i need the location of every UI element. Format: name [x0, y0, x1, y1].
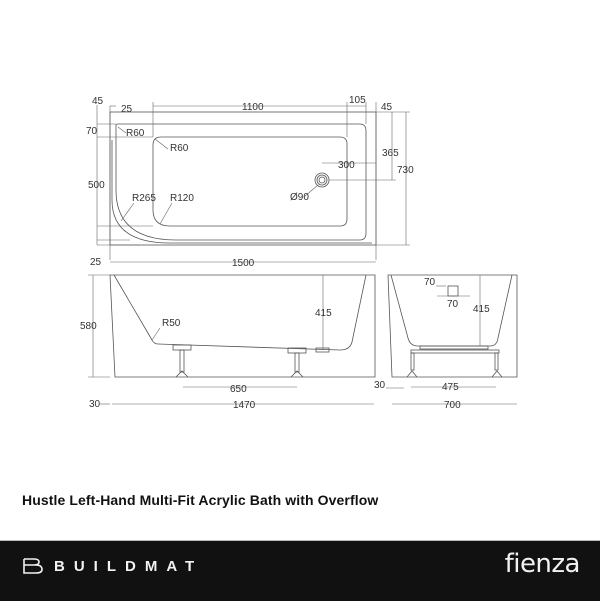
- product-title: Hustle Left-Hand Multi-Fit Acrylic Bath …: [22, 492, 379, 508]
- side-view: 580 R50 415 650 30 1470: [80, 274, 376, 411]
- waste-outlet-inner: [316, 174, 328, 186]
- dim-label: 30: [89, 399, 101, 410]
- dim-label: 700: [444, 400, 461, 411]
- leader-line: [117, 126, 127, 134]
- dim-label: Ø90: [290, 192, 309, 203]
- leader-line: [159, 202, 173, 225]
- overflow: [447, 285, 459, 297]
- end-view-apron: [387, 274, 518, 378]
- top-view-rim: [115, 123, 367, 241]
- leg: [294, 352, 300, 373]
- dim-label: 415: [473, 304, 490, 315]
- dim-label: 1100: [242, 102, 264, 113]
- side-view-apron: [109, 274, 376, 378]
- top-view-rim-outer: [111, 140, 372, 244]
- waste-fitting: [315, 347, 330, 353]
- leader-line: [120, 202, 135, 222]
- dim-label: 70: [424, 277, 436, 288]
- dim-label: 70: [447, 299, 459, 310]
- top-view-outline: [109, 111, 377, 246]
- buildmat-b-logo-icon: [23, 558, 43, 574]
- dim-label: R60: [126, 128, 145, 139]
- dim-label: 1470: [233, 400, 256, 411]
- dim-label: R50: [162, 318, 181, 329]
- dim-label: 650: [230, 384, 247, 395]
- dim-label: 365: [382, 148, 399, 159]
- leader-line: [303, 184, 319, 198]
- leg-foot: [290, 370, 304, 378]
- dim-label: 730: [397, 165, 414, 176]
- dim-label: 45: [381, 102, 393, 113]
- dim-label: 70: [86, 126, 98, 137]
- dim-label: 105: [349, 95, 366, 106]
- technical-drawing: 45 25 1100 105 45 70 R60 R60 500 R265 R1…: [80, 95, 518, 411]
- top-view: 45 25 1100 105 45 70 R60 R60 500 R265 R1…: [86, 95, 414, 269]
- fienza-wordmark: fienza: [504, 549, 581, 579]
- waste-outlet-core: [318, 176, 326, 184]
- dim-label: 580: [80, 321, 97, 332]
- end-view: 70 70 415 30 475 700: [374, 274, 518, 411]
- dim-label: R120: [170, 193, 194, 204]
- leg: [179, 349, 185, 373]
- side-view-basin: [113, 274, 367, 351]
- dim-label: 1500: [232, 258, 255, 269]
- dim-label: 45: [92, 96, 104, 107]
- leg-foot: [175, 370, 189, 378]
- leg-frame: [419, 345, 489, 350]
- leg-bracket: [172, 344, 192, 351]
- dim-label: 475: [442, 382, 459, 393]
- leg: [410, 352, 415, 371]
- leader-line: [151, 327, 161, 341]
- dim-label: R60: [170, 143, 189, 154]
- dim-label: 300: [338, 160, 355, 171]
- dim-label: 500: [88, 180, 105, 191]
- top-view-basin: [152, 136, 348, 227]
- leg-foot: [406, 370, 418, 378]
- buildmat-wordmark: BUILDMAT: [54, 557, 204, 575]
- brand-footer: BUILDMAT fienza: [0, 540, 600, 601]
- dim-label: 30: [374, 380, 386, 391]
- dim-label: 415: [315, 308, 332, 319]
- leg: [494, 352, 499, 371]
- leg-frame: [410, 349, 500, 354]
- buildmat-brand: BUILDMAT: [22, 557, 203, 575]
- dim-label: R265: [132, 193, 156, 204]
- dim-label: 25: [90, 257, 102, 268]
- leader-line: [154, 138, 169, 150]
- leg-foot: [491, 370, 503, 378]
- dim-label: 25: [121, 104, 133, 115]
